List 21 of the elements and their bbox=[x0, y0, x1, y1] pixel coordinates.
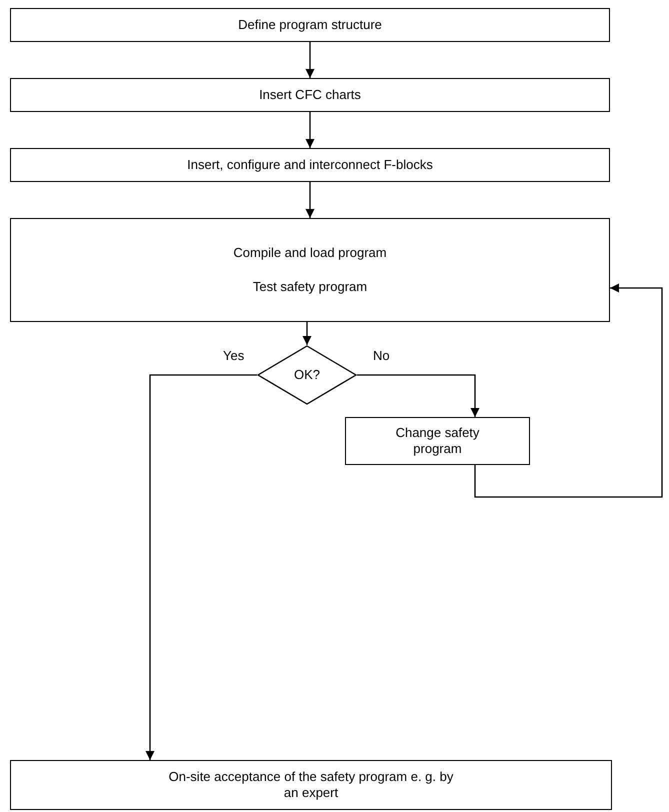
arrow bbox=[306, 112, 314, 148]
process-box bbox=[10, 760, 612, 810]
process-text: Compile and load program bbox=[233, 245, 387, 261]
decision-text: OK? bbox=[294, 366, 320, 384]
process-text: Define program structure bbox=[238, 17, 382, 33]
process-text: Insert, configure and interconnect F-blocks bbox=[187, 157, 433, 173]
process-box bbox=[10, 218, 610, 322]
arrow bbox=[146, 374, 257, 760]
process-text: On-site acceptance of the safety program e. g. by an expert bbox=[168, 769, 454, 801]
process-text: Test safety program bbox=[252, 279, 368, 295]
arrow bbox=[474, 284, 663, 498]
process-text: Change safety program bbox=[394, 425, 480, 457]
arrow bbox=[306, 42, 314, 78]
process-box bbox=[10, 8, 610, 42]
arrow bbox=[302, 322, 312, 345]
process-box bbox=[10, 148, 610, 182]
arrow bbox=[357, 374, 480, 417]
process-box bbox=[345, 417, 530, 465]
arrow bbox=[306, 182, 314, 218]
process-box bbox=[10, 78, 610, 112]
process-text: Insert CFC charts bbox=[259, 87, 361, 103]
